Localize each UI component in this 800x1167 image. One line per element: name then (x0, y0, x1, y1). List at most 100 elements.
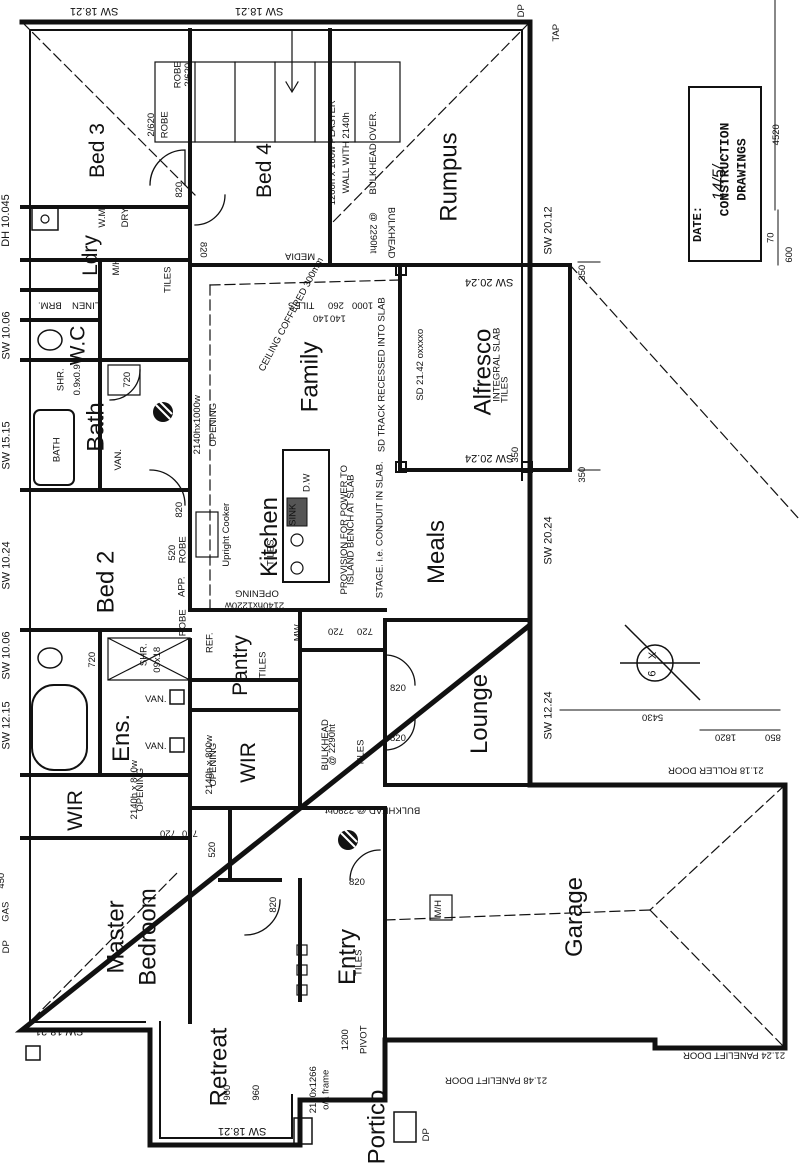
tap-label: TAP (551, 23, 563, 42)
room-rumpus: Rumpus (435, 132, 463, 222)
sd-2142-note: SD 21.42 oxxxxo (415, 328, 427, 401)
tiles-hall: TILES (355, 739, 367, 766)
mw-label: MW (292, 624, 304, 642)
section-marker-x: X (647, 651, 660, 660)
provision-note-2: ISLAND BENCH AT SLAB (345, 474, 357, 586)
room-bath: Bath (82, 402, 110, 452)
van-ens-1: VAN. (145, 694, 167, 705)
level-sw-12-15: SW 12.15 (0, 701, 13, 750)
door-bed2: 820 (174, 501, 186, 518)
upright-cooker: Upright Cooker (221, 502, 233, 567)
dim-960-a: 960 (222, 1084, 234, 1101)
dim-140-a: 140 (330, 312, 346, 324)
gas-label: GAS (0, 901, 12, 922)
dim-5430: 5430 (642, 711, 664, 723)
dim-850: 850 (765, 731, 781, 743)
robe-top-dim: 2/620 (183, 62, 195, 87)
pivot-dim: 1200 (339, 1029, 351, 1051)
bulkhead-lounge-2: @ 2290ht (326, 724, 338, 766)
shower-ens: SHR. (138, 643, 150, 667)
door-master: 820 (268, 896, 280, 913)
room-wir-2: WIR (63, 790, 87, 831)
level-sw-10-06: SW 10.06 (0, 311, 13, 360)
level-sw-18-21-a: SW 18.21 (70, 5, 119, 17)
level-sw-18-21-d: SW 18.21 (218, 1125, 267, 1137)
door-bath: 720 (122, 371, 134, 388)
bulkhead-rumpus-2: @ 2290ht (367, 212, 379, 254)
stamp-date-label: DATE: (691, 205, 706, 243)
room-wc: W.C (66, 325, 90, 366)
pivot-label: PIVOT (358, 1025, 370, 1055)
room-bed2: Bed 2 (92, 550, 120, 614)
tiles-alfresco: TILES (499, 376, 511, 403)
room-ens: Ens. (108, 713, 136, 763)
room-master-1: Master (102, 900, 130, 974)
dim-450: 450 (0, 872, 8, 889)
tiles-kitchen: TILES (265, 539, 277, 566)
level-sw-18-21-b: SW 18.21 (235, 5, 284, 17)
dim-140-b: 140 (313, 312, 329, 324)
internal-walls (20, 205, 572, 882)
room-portico: Portico (363, 1089, 391, 1165)
door-wir-a: 720 (160, 827, 176, 839)
door-wir-b: 720 (182, 827, 198, 839)
level-sw-20-24-a: SW 20.24 (465, 276, 514, 288)
dw-label: D.W (301, 473, 313, 492)
wall-note-2: WALL WITH 2140h (340, 112, 352, 194)
stamp-line2: DRAWINGS (734, 138, 750, 201)
level-sw-18-21-c: SW 18.21 (35, 1025, 84, 1037)
sink-label: SINK (287, 503, 299, 526)
dim-4520: 4520 (770, 124, 782, 146)
dry-label: DRY. (119, 206, 131, 228)
room-wir-1: WIR (236, 742, 260, 783)
sd-track-note: SD TRACK RECESSED INTO SLAB (376, 297, 388, 453)
door-bed4: 820 (197, 241, 209, 258)
app-label: APP. (176, 576, 188, 597)
opening-family-2: OPENING (208, 402, 220, 447)
room-meals: Meals (423, 519, 451, 585)
dim-1820: 1820 (715, 731, 737, 743)
dim-350-b: 350 (577, 466, 589, 483)
tiles-family: TILES (288, 299, 315, 311)
wall-note-3: BULKHEAD OVER. (367, 111, 379, 195)
door-lounge-1: 820 (390, 683, 406, 694)
door-pantry-2: 720 (357, 625, 373, 637)
level-sw-20-12: SW 20.12 (542, 206, 555, 255)
dim-260: 260 (328, 299, 344, 311)
level-sw-10-06-b: SW 10.06 (0, 631, 13, 680)
shower-ens-dim: 09x18 (152, 646, 164, 673)
bulkhead-entry: BULKHEAD @ 2290ht (325, 804, 421, 816)
mh-label-ldry: M/H (110, 258, 122, 276)
dim-600: 600 (784, 246, 796, 263)
room-master-2: Bedroom (134, 888, 162, 986)
dp-label: DP (515, 4, 527, 18)
robe-bed3-label: ROBE (159, 111, 171, 139)
dim-1000: 1000 (352, 299, 374, 311)
tiles-ldry: TILES (162, 266, 174, 293)
door-master-520: 520 (207, 841, 219, 858)
brm-label: BRM. (38, 299, 62, 311)
construction-stamp: CONSTRUCTION DRAWINGS DATE: 14/5/... (688, 86, 762, 262)
door-lounge-2: 820 (390, 733, 406, 744)
opening-ens-2: OPENING (135, 767, 147, 812)
robe-bed2-b: ROBE (177, 609, 189, 637)
dp-label-left: DP (0, 940, 12, 954)
panelift-door-1: 21.48 PANELIFT DOOR (445, 1074, 548, 1086)
wm-label: W.M. (97, 205, 109, 228)
door-ens: 720 (87, 651, 99, 668)
dim-70: 70 (765, 232, 777, 244)
linen-label: LINEN (72, 299, 100, 311)
robe-top-label: ROBE (172, 61, 184, 89)
ref-label: REF. (204, 632, 216, 654)
robe-bed2-a: ROBE (177, 536, 189, 564)
bath-fixture: BATH (51, 437, 63, 463)
dim-960-b: 960 (251, 1084, 263, 1101)
room-bed4: Bed 4 (252, 143, 276, 198)
dim-350-a: 350 (577, 264, 589, 281)
level-dh-10045: DH 10.045 (0, 194, 12, 247)
opening-kitchen-1: 2140hx1220w (225, 599, 285, 611)
level-sw-20-24-b: SW 20.24 (465, 452, 514, 464)
room-family: Family (296, 341, 324, 413)
van-ens-2: VAN. (145, 741, 167, 752)
